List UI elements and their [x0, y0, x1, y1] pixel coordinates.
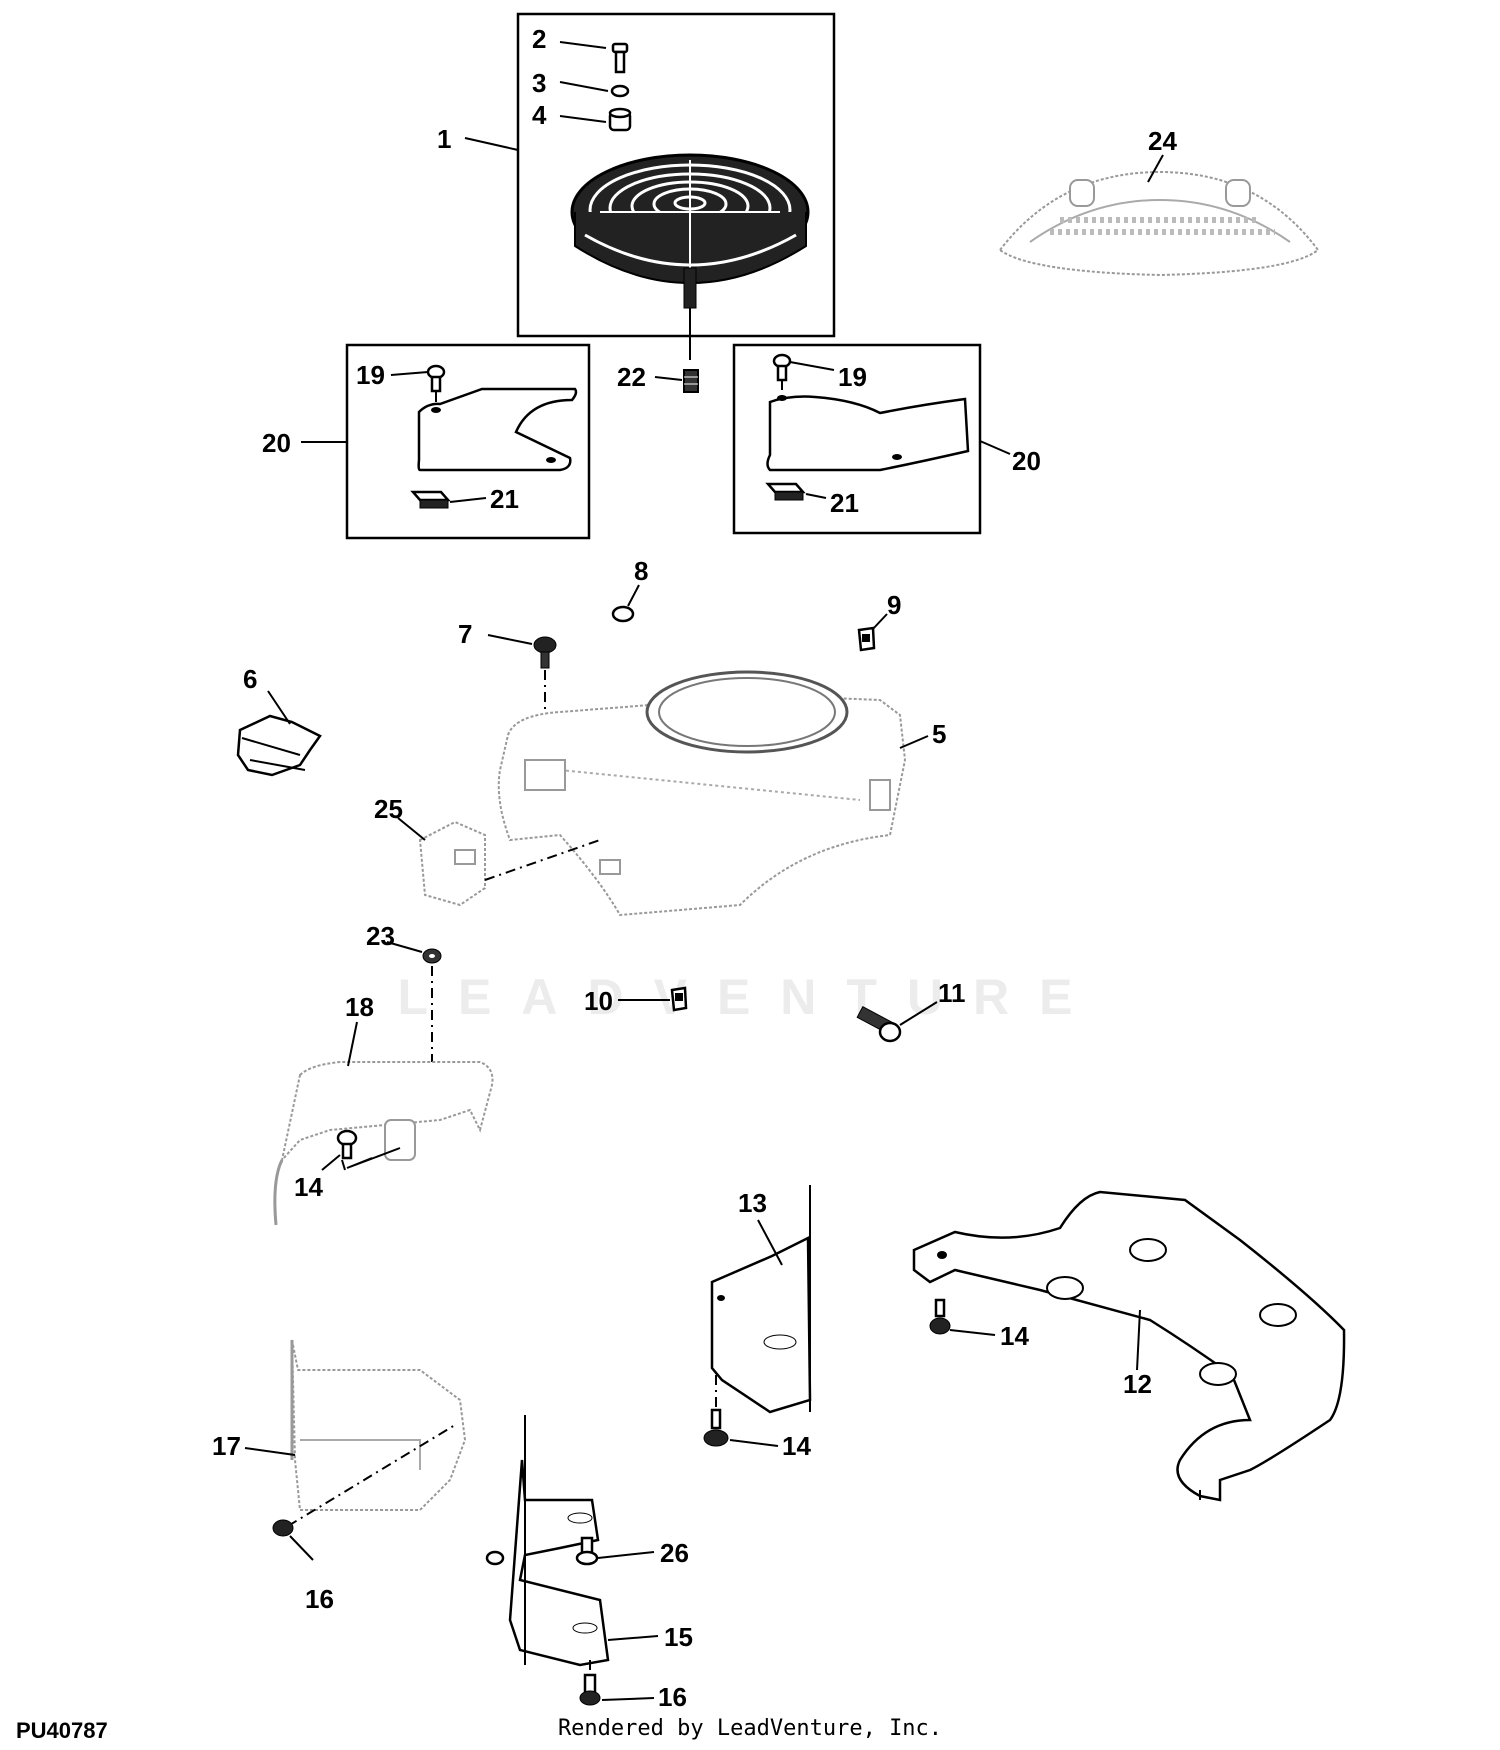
part-26-bolt [575, 1536, 599, 1566]
callout-17: 17 [212, 1431, 241, 1461]
watermark-text: LEADVENTURE [397, 969, 1103, 1025]
part-24-cover [998, 170, 1320, 277]
part-16-bolt-a [272, 1519, 294, 1537]
callout-26: 26 [660, 1538, 689, 1568]
callout-12: 12 [1123, 1369, 1152, 1399]
callout-2: 2 [532, 24, 546, 54]
part-20-right-baffle [766, 395, 970, 472]
kit-box-1 [516, 12, 836, 338]
callout-20-left: 20 [262, 428, 291, 458]
callout-21-right: 21 [830, 488, 859, 518]
callout-14-a: 14 [294, 1172, 323, 1202]
part-12-baffle [912, 1190, 1346, 1502]
part-1-rotating-screen [570, 153, 810, 309]
part-14-bolt-a [336, 1129, 358, 1160]
callout-18: 18 [345, 992, 374, 1022]
part-11-bolt [856, 1006, 902, 1043]
part-6-clip [236, 714, 322, 777]
callout-1: 1 [437, 124, 451, 154]
render-credit: Rendered by LeadVenture, Inc. [557, 1716, 943, 1741]
callout-21-left: 21 [490, 484, 519, 514]
callout-24: 24 [1148, 126, 1177, 156]
callout-15: 15 [664, 1622, 693, 1652]
part-20-left-baffle [417, 387, 578, 472]
callout-5: 5 [932, 719, 946, 749]
callout-16-b: 16 [658, 1682, 687, 1712]
callout-6: 6 [243, 664, 257, 694]
callout-9: 9 [887, 590, 901, 620]
part-5-blower-housing [497, 670, 907, 917]
callout-19-right: 19 [838, 362, 867, 392]
part-22-screw [683, 369, 699, 393]
part-17-shroud [290, 1339, 467, 1511]
callout-4: 4 [532, 100, 547, 130]
part-21-right-clip [765, 482, 806, 501]
callout-14-b: 14 [782, 1431, 811, 1461]
callout-11: 11 [938, 978, 966, 1008]
callout-8: 8 [634, 556, 648, 586]
part-19-left-bolt [426, 364, 446, 393]
part-14-bolt-b [703, 1408, 729, 1447]
callout-13: 13 [738, 1188, 767, 1218]
callout-10: 10 [584, 986, 613, 1016]
callout-14-c: 14 [1000, 1321, 1029, 1351]
part-2-bolt [611, 42, 629, 74]
part-9-nut [857, 626, 876, 652]
callout-20-right: 20 [1012, 446, 1041, 476]
part-15-baffle [485, 1415, 610, 1667]
part-19-right-bolt [772, 353, 792, 382]
callout-19-left: 19 [356, 360, 385, 390]
kit-box-20-right [732, 343, 982, 535]
leader-lines [244, 41, 1164, 1701]
part-4-spacer [608, 107, 632, 132]
part-23-nut [422, 948, 442, 964]
callout-16-a: 16 [305, 1584, 334, 1614]
callout-3: 3 [532, 68, 546, 98]
callout-25: 25 [374, 794, 403, 824]
callout-7: 7 [458, 619, 472, 649]
part-21-left-clip [410, 490, 451, 509]
part-14-bolt-c [929, 1298, 951, 1335]
part-25-bracket [418, 820, 486, 907]
callout-23: 23 [366, 921, 395, 951]
part-13-baffle [710, 1185, 812, 1414]
part-10-nut [670, 986, 688, 1012]
figure-id: PU40787 [16, 1718, 108, 1743]
part-3-washer [610, 84, 630, 98]
part-8-ring [611, 605, 635, 623]
part-7-bolt [533, 636, 557, 669]
callout-22: 22 [617, 362, 646, 392]
part-16-bolt-b [579, 1673, 601, 1706]
